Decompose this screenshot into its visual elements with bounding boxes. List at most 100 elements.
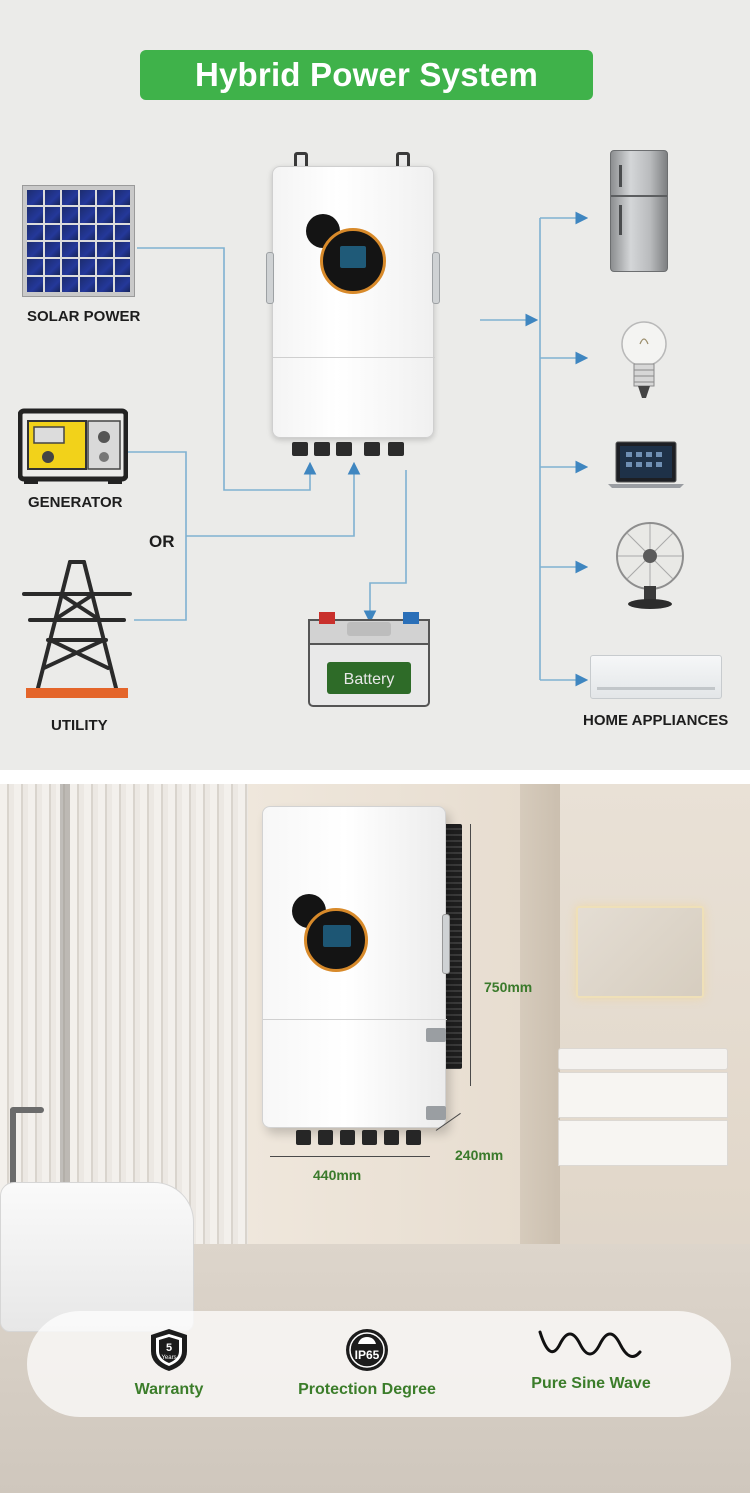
ip65-badge-icon: IP65 — [346, 1329, 388, 1371]
hybrid-inverter — [266, 152, 440, 456]
solar-cell — [44, 207, 60, 223]
solar-cell — [62, 190, 78, 206]
solar-cell — [79, 207, 95, 223]
warranty-shield-icon: 5 Years — [151, 1329, 187, 1371]
battery-icon: Battery — [308, 612, 430, 707]
solar-cell — [44, 190, 60, 206]
solar-cell — [114, 241, 130, 258]
solar-cell — [62, 207, 78, 223]
utility-tower-icon — [22, 560, 132, 698]
lit-mirror — [576, 906, 704, 998]
cable-port-icon — [314, 442, 330, 456]
solar-cell — [44, 276, 60, 292]
refrigerator-icon — [610, 150, 668, 272]
feature-label: Pure Sine Wave — [531, 1375, 651, 1392]
solar-cell — [79, 241, 95, 258]
solar-cell — [79, 259, 95, 275]
solar-cell — [27, 259, 43, 275]
solar-cell — [114, 224, 130, 240]
display-screen — [304, 908, 368, 972]
product-room-photo: 750mm 440mm 240mm 5 Years Warranty IP65 … — [0, 784, 750, 1493]
solar-cell — [62, 259, 78, 275]
height-dimension: 750mm — [484, 979, 533, 995]
solar-cell — [97, 241, 113, 258]
svg-text:Years: Years — [161, 1355, 176, 1361]
feature-label: Protection Degree — [298, 1381, 436, 1398]
solar-cell — [27, 190, 43, 206]
battery-label: Battery — [344, 671, 395, 688]
cable-port-icon — [362, 1130, 377, 1145]
laptop-icon — [608, 441, 684, 488]
cable-port-icon — [318, 1130, 333, 1145]
solar-cell — [114, 259, 130, 275]
light-bulb-icon — [621, 321, 667, 398]
solar-cell — [27, 241, 43, 258]
solar-cell — [79, 276, 95, 292]
connection-wires — [128, 211, 589, 687]
solar-cell — [79, 224, 95, 240]
width-dimension-line — [270, 1156, 430, 1157]
solar-cell — [44, 241, 60, 258]
cable-port-icon — [296, 1130, 311, 1145]
solar-cell — [27, 276, 43, 292]
solar-cell — [27, 207, 43, 223]
height-dimension-line — [470, 824, 471, 1086]
cable-port-icon — [292, 442, 308, 456]
solar-cell — [97, 190, 113, 206]
inverter-product-photo — [262, 806, 467, 1186]
inverter-body — [272, 166, 435, 438]
inverter-body — [262, 806, 447, 1128]
wire-grid — [186, 461, 361, 537]
cable-port-icon — [340, 1130, 355, 1145]
side-handle-icon — [442, 914, 450, 974]
bathtub — [0, 1182, 194, 1332]
electric-fan-icon — [616, 522, 684, 609]
solar-cell — [114, 207, 130, 223]
solar-cell — [97, 224, 113, 240]
side-handle-icon — [432, 252, 440, 304]
display-screen — [320, 228, 386, 294]
svg-text:5: 5 — [166, 1342, 172, 1354]
latch-icon — [426, 1028, 446, 1042]
width-dimension: 440mm — [313, 1167, 362, 1183]
cable-port-icon — [406, 1130, 421, 1145]
bathroom-vanity — [558, 1048, 728, 1168]
solar-cell — [27, 224, 43, 240]
power-system-diagram: Hybrid Power System SOLAR — [0, 0, 750, 770]
latch-icon — [426, 1106, 446, 1120]
solar-power-label: SOLAR POWER — [27, 308, 141, 325]
solar-cell — [114, 276, 130, 292]
side-handle-icon — [266, 252, 274, 304]
solar-cell — [44, 224, 60, 240]
solar-cell — [44, 259, 60, 275]
cable-port-icon — [336, 442, 352, 456]
feature-highlights: 5 Years Warranty IP65 Protection Degree … — [27, 1311, 731, 1417]
solar-cell — [79, 190, 95, 206]
solar-cell — [62, 241, 78, 258]
feature-protection: IP65 Protection Degree — [267, 1327, 467, 1399]
solar-panel-icon — [22, 185, 135, 297]
solar-cell — [62, 224, 78, 240]
wire-battery — [363, 470, 407, 624]
section-divider — [0, 770, 750, 784]
feature-warranty: 5 Years Warranty — [69, 1327, 269, 1399]
home-appliances-label: HOME APPLIANCES — [583, 712, 729, 729]
page-title: Hybrid Power System — [140, 50, 593, 100]
utility-label: UTILITY — [51, 717, 108, 734]
sine-wave-icon — [538, 1330, 642, 1358]
cable-port-icon — [364, 442, 380, 456]
solar-cell — [97, 259, 113, 275]
panel-seam — [273, 357, 435, 358]
generator-label: GENERATOR — [28, 494, 123, 511]
feature-sine-wave: Pure Sine Wave — [491, 1321, 691, 1393]
tub-faucet-icon — [10, 1109, 16, 1199]
panel-seam — [263, 1019, 447, 1020]
svg-text:IP65: IP65 — [355, 1348, 380, 1362]
solar-cell — [97, 207, 113, 223]
depth-dimension: 240mm — [455, 1147, 504, 1163]
generator-icon — [18, 408, 128, 484]
solar-cell — [62, 276, 78, 292]
cable-port-icon — [388, 442, 404, 456]
feature-label: Warranty — [134, 1381, 204, 1398]
cable-port-icon — [384, 1130, 399, 1145]
